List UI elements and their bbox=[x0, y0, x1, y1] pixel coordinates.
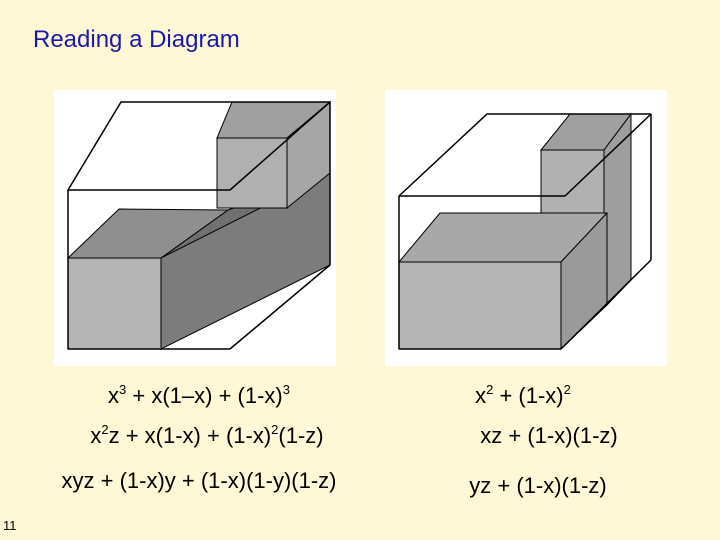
right-cube-diagram bbox=[397, 112, 652, 351]
formula-term: xyz + (1-x)y + (1-x)(1-y)(1-z) bbox=[61, 468, 337, 493]
formula-term: + x(1–x) + (1-x) bbox=[126, 383, 283, 408]
formula-term: x bbox=[108, 383, 120, 408]
right-column-front-face bbox=[540, 149, 605, 214]
formula-exponent: 3 bbox=[119, 382, 127, 397]
slide-number: 11 bbox=[3, 518, 17, 533]
right-formula-2: xz + (1-x)(1-z) bbox=[480, 423, 618, 449]
right-formula-1: x2 + (1-x)2 bbox=[475, 383, 571, 409]
right-formula-3: yz + (1-x)(1-z) bbox=[469, 473, 607, 499]
formula-term: z + x(1-x) + (1-x) bbox=[108, 423, 272, 448]
left-lower-block-front-face bbox=[67, 257, 162, 350]
formula-exponent: 2 bbox=[563, 382, 571, 397]
formula-term: (1-z) bbox=[278, 423, 324, 448]
formula-exponent: 3 bbox=[282, 382, 290, 397]
formula-term: x bbox=[90, 423, 102, 448]
left-cube-panel bbox=[54, 90, 336, 366]
right-wireframe bbox=[398, 113, 652, 350]
formula-term: yz + (1-x)(1-z) bbox=[469, 473, 607, 498]
right-cube-panel bbox=[385, 90, 667, 366]
slide-title: Reading a Diagram bbox=[33, 26, 240, 53]
formula-exponent: 2 bbox=[271, 422, 279, 437]
formula-term: xz + (1-x)(1-z) bbox=[480, 423, 618, 448]
left-formula-3: xyz + (1-x)y + (1-x)(1-y)(1-z) bbox=[62, 468, 337, 494]
left-formula-2: x2z + x(1-x) + (1-x)2(1-z) bbox=[90, 423, 323, 449]
left-formula-1: x3 + x(1–x) + (1-x)3 bbox=[108, 383, 290, 409]
formula-exponent: 2 bbox=[486, 382, 494, 397]
left-wireframe bbox=[67, 101, 331, 350]
formula-term: x bbox=[475, 383, 487, 408]
right-lower-slab-front-face bbox=[398, 261, 562, 350]
formula-term: + (1-x) bbox=[493, 383, 564, 408]
left-cube-diagram bbox=[66, 100, 332, 350]
formula-exponent: 2 bbox=[101, 422, 109, 437]
